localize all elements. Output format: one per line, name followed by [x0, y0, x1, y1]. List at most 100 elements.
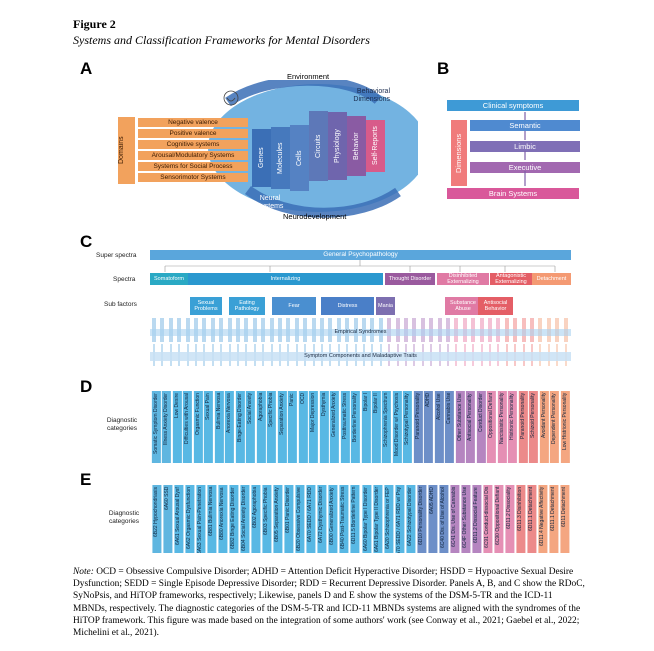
- dsm-category-bar: Oppositional Defiant: [487, 391, 497, 463]
- row-label-super-spectra: Super spectra: [96, 252, 137, 259]
- subfactor-box: Antisocial Behavior: [478, 297, 513, 315]
- dsm-category-bar: Borderline Personality: [351, 391, 360, 463]
- spectrum-box: Antagonistic Externalizing: [490, 273, 532, 285]
- icd-category-bar: 6B03 Specific Phobia: [262, 485, 272, 553]
- behavioral-dimensions-label: Behavioral Dimensions: [353, 88, 390, 103]
- domain-row: Sensorimotor Systems: [138, 173, 248, 182]
- unit-bar: Self-Reports: [366, 120, 385, 172]
- dsm-category-bar: OCD: [298, 391, 308, 463]
- icd-category-bar: 6D11.2 Dissociality: [504, 485, 515, 553]
- dsm-category-bar: Paranoid Personality: [413, 391, 423, 463]
- figure-title: Systems and Classification Frameworks fo…: [73, 33, 370, 47]
- subfactor-box: Substance Abuse: [445, 297, 481, 315]
- domain-row: Systems for Social Process: [138, 162, 248, 171]
- dsm-category-bar: Low Histrionic Personality: [560, 391, 570, 463]
- dsm-category-bar: Illness Anxiety Disorder: [162, 391, 172, 463]
- dsm-category-bar: Anorexia Nervosa: [225, 391, 235, 463]
- icd-category-bar: 6D11.1 Detachment: [548, 485, 559, 553]
- dsm-category-bar: Generalized Anxiety: [330, 391, 339, 463]
- panel-e-label: Diagnostic categories: [108, 510, 140, 526]
- unit-bar: Cells: [290, 125, 309, 191]
- dsm-category-bar: Schizophrenia Spectrum: [382, 391, 392, 463]
- unit-bar: Circuits: [309, 111, 328, 181]
- icd-category-bar: 6B80 Anorexia Nervosa: [218, 485, 228, 553]
- unit-bar: Physiology: [328, 112, 347, 180]
- dsm-category-bar: Conduct Disorder: [476, 391, 486, 463]
- synopsis-arrows: [524, 112, 526, 186]
- dsm-category-bar: Avoidant Personality: [539, 391, 549, 463]
- domain-row: Positive valence: [138, 129, 248, 138]
- spectrum-box: Detachment: [532, 273, 571, 285]
- dsm-category-bar: Agoraphobia: [256, 391, 266, 463]
- spectrum-box: Thought Disorder: [385, 273, 435, 285]
- panel-d-label: Diagnostic categories: [106, 417, 138, 433]
- panel-b-letter: B: [437, 59, 450, 78]
- panel-d-letter: D: [80, 377, 93, 396]
- figure-note: Note: OCD = Obsessive Compulsive Disorde…: [73, 566, 586, 639]
- dsm-category-bar: Somatic Symptom Disorder: [152, 391, 161, 463]
- dsm-category-bar: ADHD: [424, 391, 434, 463]
- icd-category-bar: 6A22 Schizotypal Disorder: [405, 485, 416, 553]
- dsm-category-bar: Cannabis Use: [445, 391, 455, 463]
- icd-category-bar: 6B02 Agoraphobia: [251, 485, 261, 553]
- hitop-connectors: [164, 260, 556, 272]
- subfactor-box: Distress: [321, 297, 374, 315]
- icd-category-bar: 6B04 Social Anxiety Disorder: [240, 485, 250, 553]
- synopsis-level: Executive: [470, 162, 580, 173]
- subfactor-box: Sexual Problems: [190, 297, 222, 315]
- dsm-category-bar: Major Depression: [309, 391, 318, 463]
- dsm-category-bar: Panic: [288, 391, 298, 463]
- panel-e-letter: E: [80, 470, 92, 489]
- icd-category-bar: 6A61 Sexual Arousal Dysf: [174, 485, 184, 553]
- icd-category-bar: 6D11 Detachment: [559, 485, 570, 553]
- icd-category-bar: 6A63 Sexual Pain-Penetration: [196, 485, 206, 553]
- clinical-symptoms-box: Clinical symptoms: [447, 100, 579, 111]
- neural-systems-label: Neural Systems: [256, 195, 284, 210]
- panel-c-letter: C: [80, 232, 93, 251]
- subfactor-box: Eating Pathology: [229, 297, 265, 315]
- icd-category-bar: 6A61 Bipolar Type II Disorder: [372, 485, 382, 553]
- dimensions-box: Dimensions: [451, 120, 467, 186]
- icd-category-bar: 6B22 Hypochondriasis: [152, 485, 162, 553]
- icd-category-bar: 6D11.5 Borderline Pattern: [350, 485, 360, 553]
- dsm-category-bar: Difficulties with Arousal: [183, 391, 193, 463]
- icd-category-bar: 6C4F Other Substance Use: [460, 485, 471, 553]
- icd-category-bar: 6C91 Conduct-dissocial Dis: [482, 485, 493, 553]
- dsm-category-bar: Schizoid Personality: [529, 391, 538, 463]
- figure-number: Figure 2: [73, 17, 116, 31]
- dsm-category-bar: Dependent Personality: [550, 391, 559, 463]
- super-spectrum-box: General Psychopathology: [150, 250, 571, 260]
- icd-category-bar: 6A05 ADHD: [427, 485, 438, 553]
- domain-row: Cognitive systems: [138, 140, 248, 149]
- dsm-category-bar: Separation Anxiety: [277, 391, 287, 463]
- icd-category-bar: 6D11.4 Negative Affectivity: [537, 485, 548, 553]
- dsm-category-bar: Sexual Pain: [204, 391, 214, 463]
- icd-category-bar: 6B20 Obsessive Compulsive: [295, 485, 305, 553]
- dsm-category-bar: Binge-Eating Disorder: [235, 391, 245, 463]
- icd-category-bar: 6B00 Generalized Anxiety: [328, 485, 338, 553]
- synopsis-level: Limbic: [470, 141, 580, 152]
- icd-category-bar: 6B82 Binge Eating Disorder: [229, 485, 239, 553]
- dsm-category-bar: Social Anxiety: [246, 391, 256, 463]
- synopsis-level: Semantic: [470, 120, 580, 131]
- spectrum-box: Somatoform: [150, 273, 188, 285]
- dsm-category-bar: Orgasmic Function: [193, 391, 203, 463]
- icd-category-bar: 6C40 Dis. of Use of Alcohol: [438, 485, 449, 553]
- brain-systems-box: Brain Systems: [447, 188, 579, 199]
- dsm-category-bar: Paranoid Personality: [518, 391, 528, 463]
- symptom-components-box: Symptom Components and Maladaptive Trait…: [150, 352, 571, 361]
- icd-category-bar: 6A60 Bipolar Type I Disorder: [361, 485, 371, 553]
- dsm-category-bar: Bulimia Nervosa: [214, 391, 224, 463]
- icd-category-bar: 6C41 Dis. Use of Cannabis: [449, 485, 460, 553]
- unit-bar: Genes: [252, 129, 271, 187]
- fetus-icon: [223, 90, 239, 106]
- dsm-category-bar: Bipolar I: [361, 391, 371, 463]
- note-text: OCD = Obsessive Compulsive Disorder; ADH…: [73, 567, 585, 639]
- icd-category-bar: 6B81 Bulimia Nervosa: [207, 485, 217, 553]
- domains-label: Domains: [118, 136, 125, 165]
- dsm-category-bar: Schizotypal Personality: [403, 391, 413, 463]
- icd-category-bar: 6A62 Orgasmic Dysfunction: [185, 485, 195, 553]
- neurodevelopment-label: Neurodevelopment: [283, 212, 347, 221]
- domain-row: Arousal/Modulatory Systems: [138, 151, 248, 160]
- icd-category-bar: 6B40 Post-Traumatic Stress: [339, 485, 349, 553]
